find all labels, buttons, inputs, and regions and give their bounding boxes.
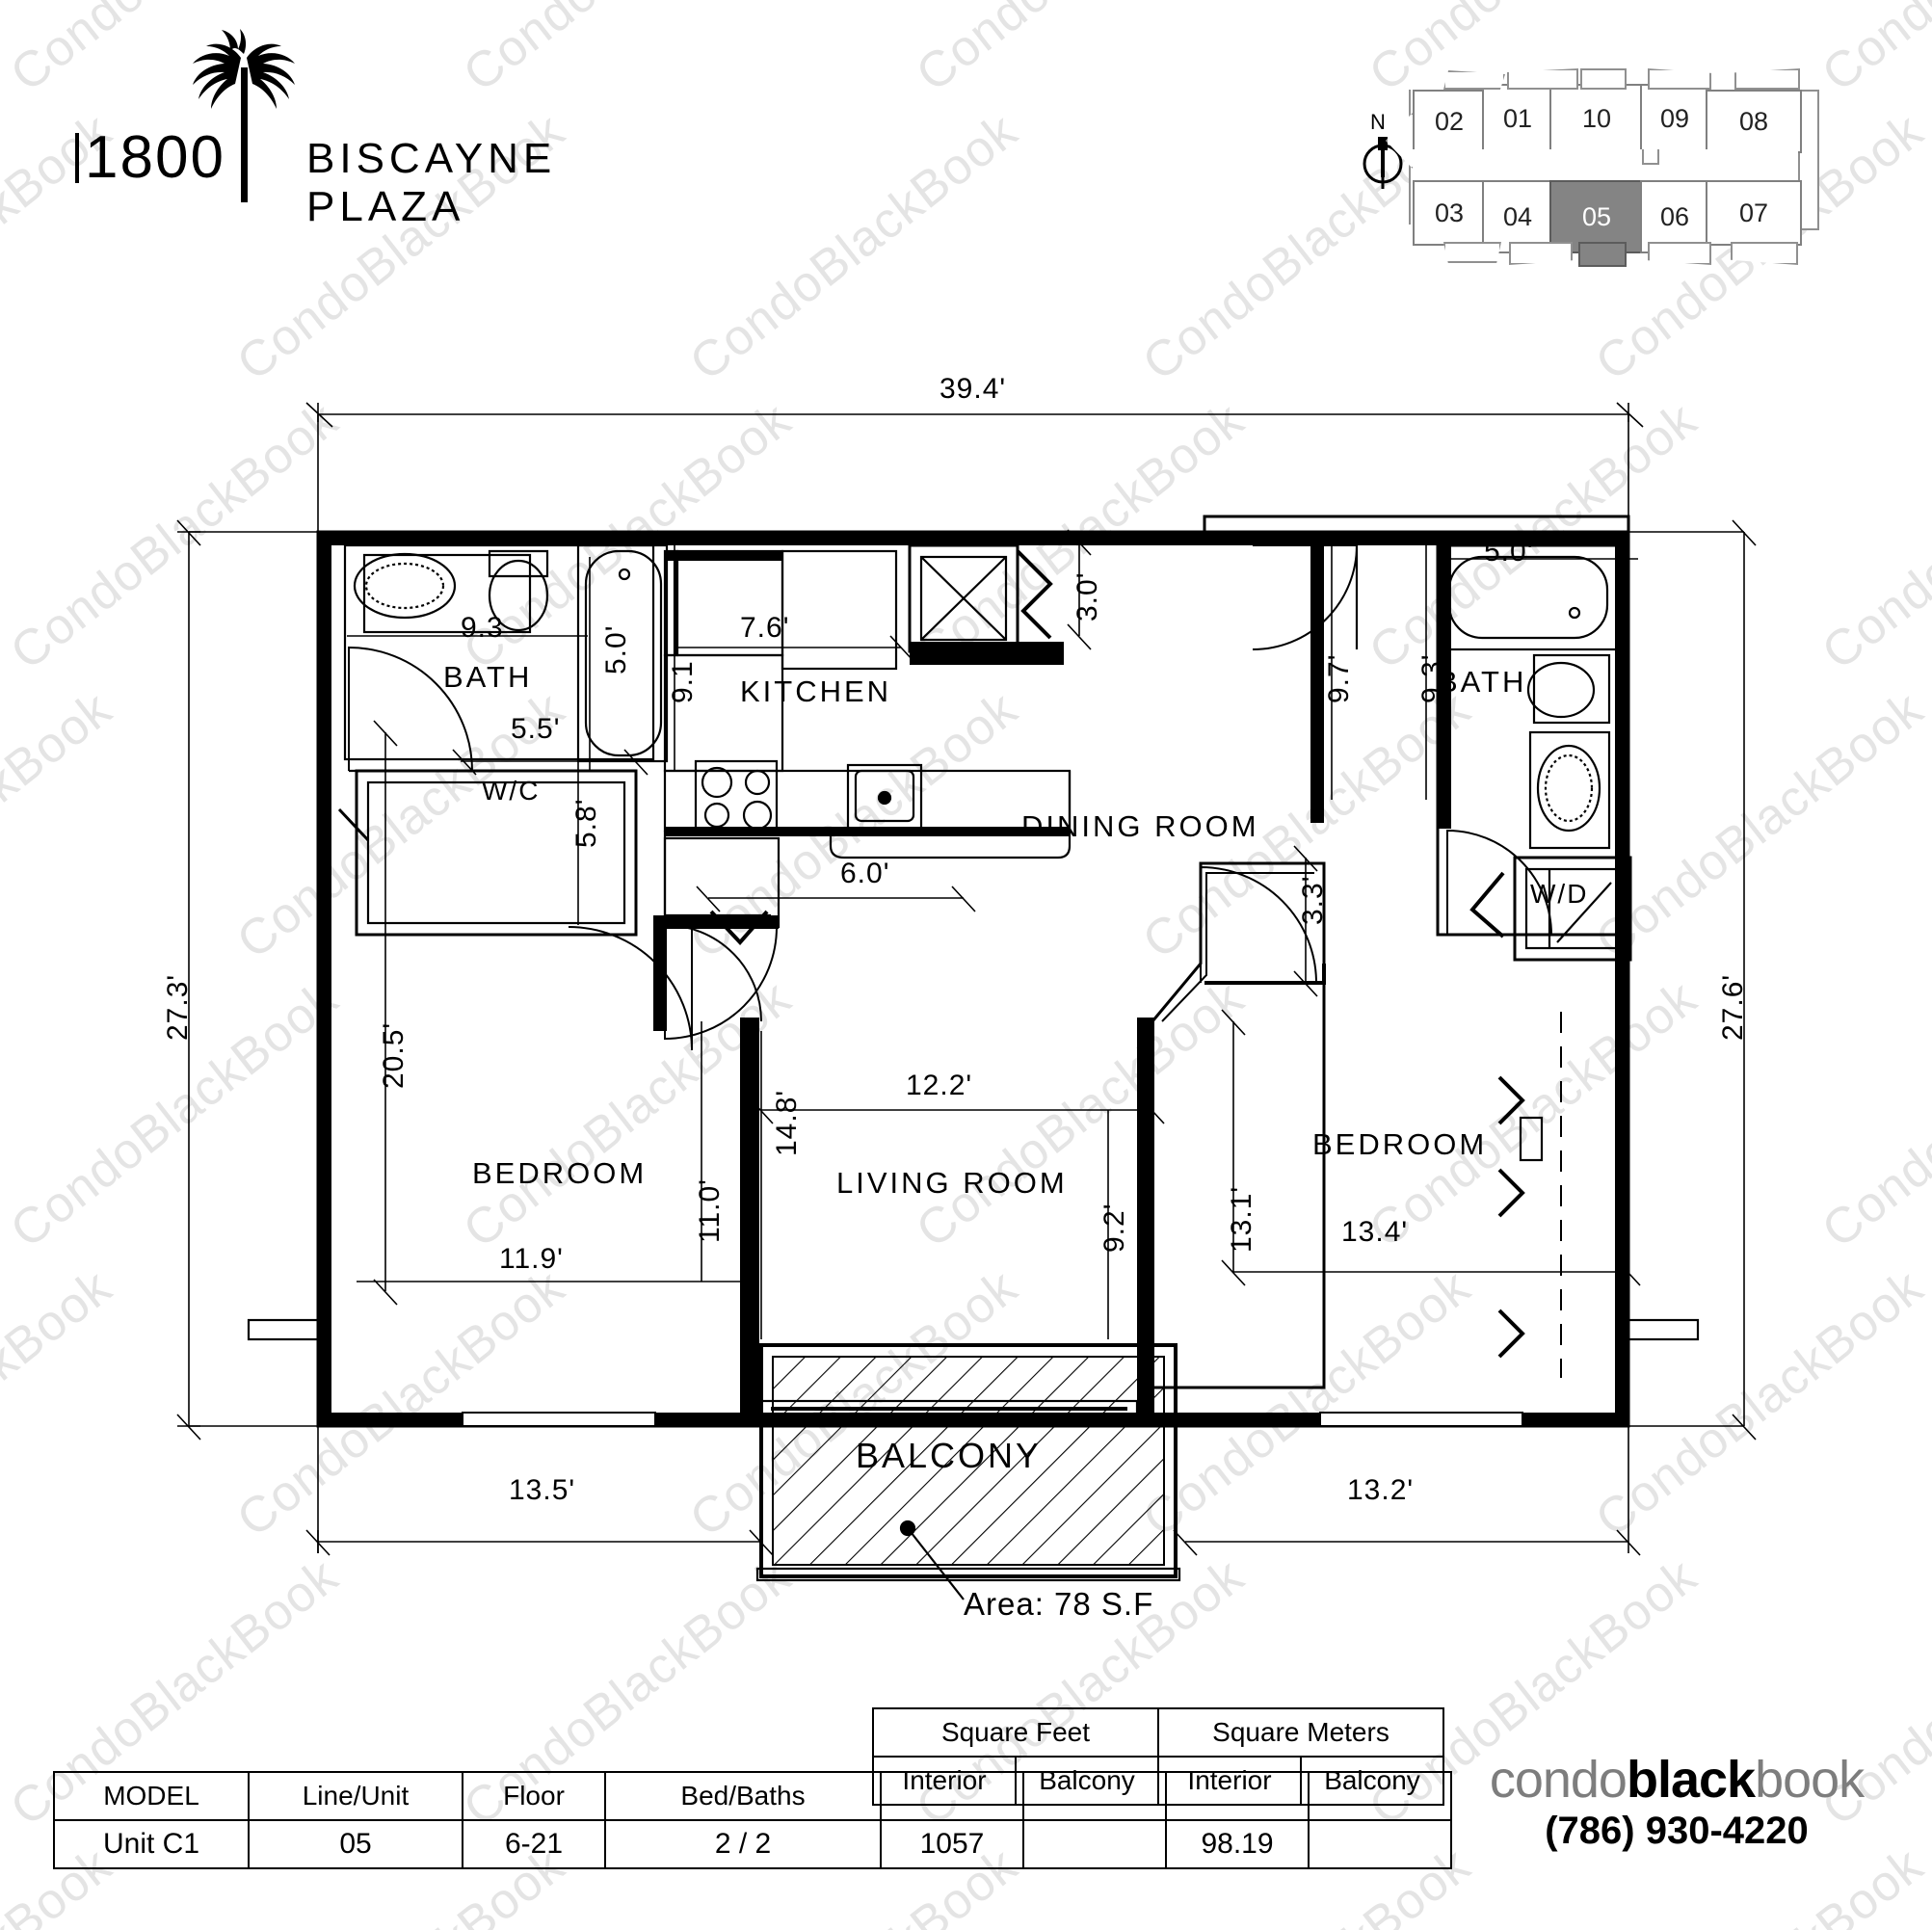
keyplan-label-05: 05 [1581, 201, 1612, 231]
keyplan-label-09: 09 [1659, 103, 1690, 133]
room-label-bath-right: BATH [1438, 665, 1527, 699]
header-model: MODEL [53, 1771, 250, 1821]
keyplan-label-01: 01 [1502, 103, 1533, 133]
keyplan-cell-03[interactable]: 03 [1413, 180, 1486, 246]
area-group-header-row: Square Feet Square Meters [872, 1707, 1444, 1758]
keyplan-corridor [1413, 149, 1798, 182]
dim-bedroom-left-width: 11.9' [499, 1243, 564, 1275]
keyplan-label-07: 07 [1738, 198, 1769, 227]
keyplan-cell-02[interactable]: 02 [1413, 90, 1486, 153]
value-sm-interior: 98.19 [1165, 1819, 1310, 1869]
keyplan-cell-08[interactable]: 08 [1706, 90, 1802, 153]
keyplan-cell-04[interactable]: 04 [1482, 180, 1553, 253]
room-label-dining: DINING ROOM [1021, 809, 1259, 843]
brand-phone[interactable]: (786) 930-4220 [1545, 1810, 1809, 1852]
dim-overall-height-right: 27.6' [1717, 973, 1749, 1041]
header-line-unit: Line/Unit [248, 1771, 463, 1821]
keyplan-label-03: 03 [1434, 198, 1465, 227]
dim-kitchen-width: 7.6' [740, 612, 790, 644]
dim-wd-width: 3.3' [1297, 875, 1329, 925]
keyplan-cell-01[interactable]: 01 [1482, 84, 1553, 153]
room-label-balcony: BALCONY [856, 1436, 1043, 1475]
keyplan-cell-09[interactable]: 09 [1640, 84, 1709, 153]
dim-bottom-right: 13.2' [1347, 1474, 1415, 1506]
logo-name: BISCAYNE PLAZA [306, 135, 557, 230]
dim-counter: 6.0' [840, 858, 890, 889]
value-line-unit: 05 [248, 1819, 463, 1869]
keyplan-label-10: 10 [1581, 103, 1612, 133]
dim-wc-width: 5.5' [511, 713, 561, 745]
dim-bedroom-right-depth: 13.1' [1226, 1185, 1257, 1253]
keyplan-balcony-05 [1578, 242, 1627, 267]
keyplan-balcony-01 [1507, 68, 1578, 90]
keyplan-balcony-02 [1443, 70, 1505, 90]
dim-overall-width: 39.4' [940, 373, 1007, 405]
keyplan-label-06: 06 [1659, 201, 1690, 231]
unit-info-table: MODEL Line/Unit Floor Bed/Baths Unit C1 … [53, 1771, 1452, 1869]
dim-bottom-left: 13.5' [509, 1474, 576, 1506]
keyplan-outline-right [1798, 90, 1819, 230]
dim-bath-left-width: 9.3 [461, 612, 504, 644]
logo-number-text: 1800 [85, 124, 225, 191]
condoblackbook-logo[interactable]: condoblackbook (786) 930-4220 [1445, 1754, 1908, 1853]
unit-info-value-row: Unit C1 05 6-21 2 / 2 1057 98.19 [53, 1819, 1452, 1869]
room-label-bedroom-left: BEDROOM [472, 1156, 648, 1190]
dim-wc-depth: 5.8' [570, 798, 602, 848]
dim-tub-right: 5.0' [1484, 536, 1534, 568]
header-floor: Floor [462, 1771, 606, 1821]
brand-part-black: black [1626, 1751, 1756, 1809]
keyplan-label-08: 08 [1738, 106, 1769, 136]
unit-key-plan: 02 01 10 09 08 03 04 05 06 07 [1386, 53, 1819, 267]
header-bed-baths: Bed/Baths [604, 1771, 882, 1821]
building-logo: 1800 BISCAYNE PLAZA [75, 29, 576, 230]
dim-living-depth: 9.2' [1098, 1203, 1130, 1253]
dim-closet-top: 3.0' [1072, 571, 1103, 621]
dim-living-width: 12.2' [906, 1070, 973, 1101]
dim-kitchen-wall: 9.1 [667, 660, 699, 703]
balcony-area-label: Area: 78 S.F [964, 1586, 1154, 1622]
room-label-bedroom-right: BEDROOM [1312, 1127, 1488, 1161]
value-model: Unit C1 [53, 1819, 250, 1869]
value-sf-balcony [1022, 1819, 1167, 1869]
header-sf-interior-spacer [880, 1771, 1024, 1821]
keyplan-cell-10[interactable]: 10 [1549, 84, 1644, 153]
room-label-living: LIVING ROOM [836, 1166, 1068, 1200]
logo-number: 1800 [75, 123, 225, 192]
north-compass-icon: N [1354, 110, 1412, 193]
keyplan-balcony-08 [1734, 68, 1800, 90]
dim-bedroom-right-width: 13.4' [1341, 1216, 1409, 1248]
keyplan-balcony-09 [1648, 68, 1711, 90]
keyplan-cell-07[interactable]: 07 [1706, 180, 1802, 246]
dim-tub-left: 5.0' [600, 624, 632, 674]
value-bed-baths: 2 / 2 [604, 1819, 882, 1869]
value-floor: 6-21 [462, 1819, 606, 1869]
keyplan-label-02: 02 [1434, 106, 1465, 136]
room-label-wd: W/D [1530, 879, 1589, 909]
unit-info-header-row: MODEL Line/Unit Floor Bed/Baths [53, 1771, 1452, 1821]
value-sf-interior: 1057 [880, 1819, 1024, 1869]
header-sm-interior-spacer [1165, 1771, 1310, 1821]
keyplan-balcony-10 [1580, 68, 1627, 90]
header-sf-balcony-spacer [1022, 1771, 1167, 1821]
room-label-wc: W/C [482, 776, 541, 806]
dim-bedroom-left-height: 11.0' [694, 1178, 726, 1243]
header-sm-balcony-spacer [1308, 1771, 1452, 1821]
compass-north-label: N [1370, 110, 1386, 134]
room-label-bath-left: BATH [443, 660, 533, 694]
room-label-kitchen: KITCHEN [740, 674, 892, 708]
group-header-square-meters: Square Meters [1157, 1707, 1444, 1758]
dim-living-left: 14.8' [771, 1089, 803, 1156]
brand-part-condo: condo [1489, 1751, 1628, 1809]
keyplan-label-04: 04 [1502, 201, 1533, 231]
brand-part-book: book [1755, 1751, 1865, 1809]
palm-tree-icon [193, 29, 295, 202]
value-sm-balcony [1308, 1819, 1452, 1869]
brand-wordmark: condoblackbook [1445, 1754, 1908, 1806]
dim-overall-height-left: 27.3' [162, 973, 194, 1041]
dim-hall-right: 9.7' [1323, 653, 1355, 703]
keyplan-corridor-notch [1642, 149, 1659, 165]
keyplan-balcony-03 [1443, 242, 1501, 263]
group-header-square-feet: Square Feet [872, 1707, 1159, 1758]
dim-bedroom-left-depth: 20.5' [378, 1021, 410, 1089]
